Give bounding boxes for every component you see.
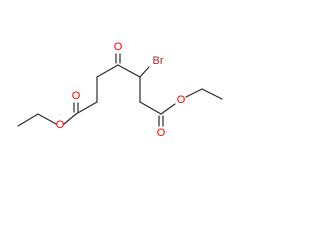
bond [201,88,223,100]
ester1-carbonyl-oxygen-label: O [72,90,81,102]
bond [139,101,162,115]
ketone-oxygen-label: O [114,41,123,53]
bond [37,113,57,125]
bond [75,101,98,115]
bond [63,113,77,125]
structure-canvas: O O O Br O O [0,0,234,159]
bond [160,103,176,115]
bond [117,64,141,78]
bromine-label: Br [153,55,164,67]
bond [139,66,150,78]
ester1-ether-oxygen-label: O [56,119,65,131]
molecule-structure: O O O Br O O [17,41,223,139]
ester2-ether-oxygen-label: O [177,94,186,106]
ester2-carbonyl-oxygen-label: O [157,127,166,139]
bond [96,64,119,78]
bond [185,88,203,98]
bond [17,113,39,127]
